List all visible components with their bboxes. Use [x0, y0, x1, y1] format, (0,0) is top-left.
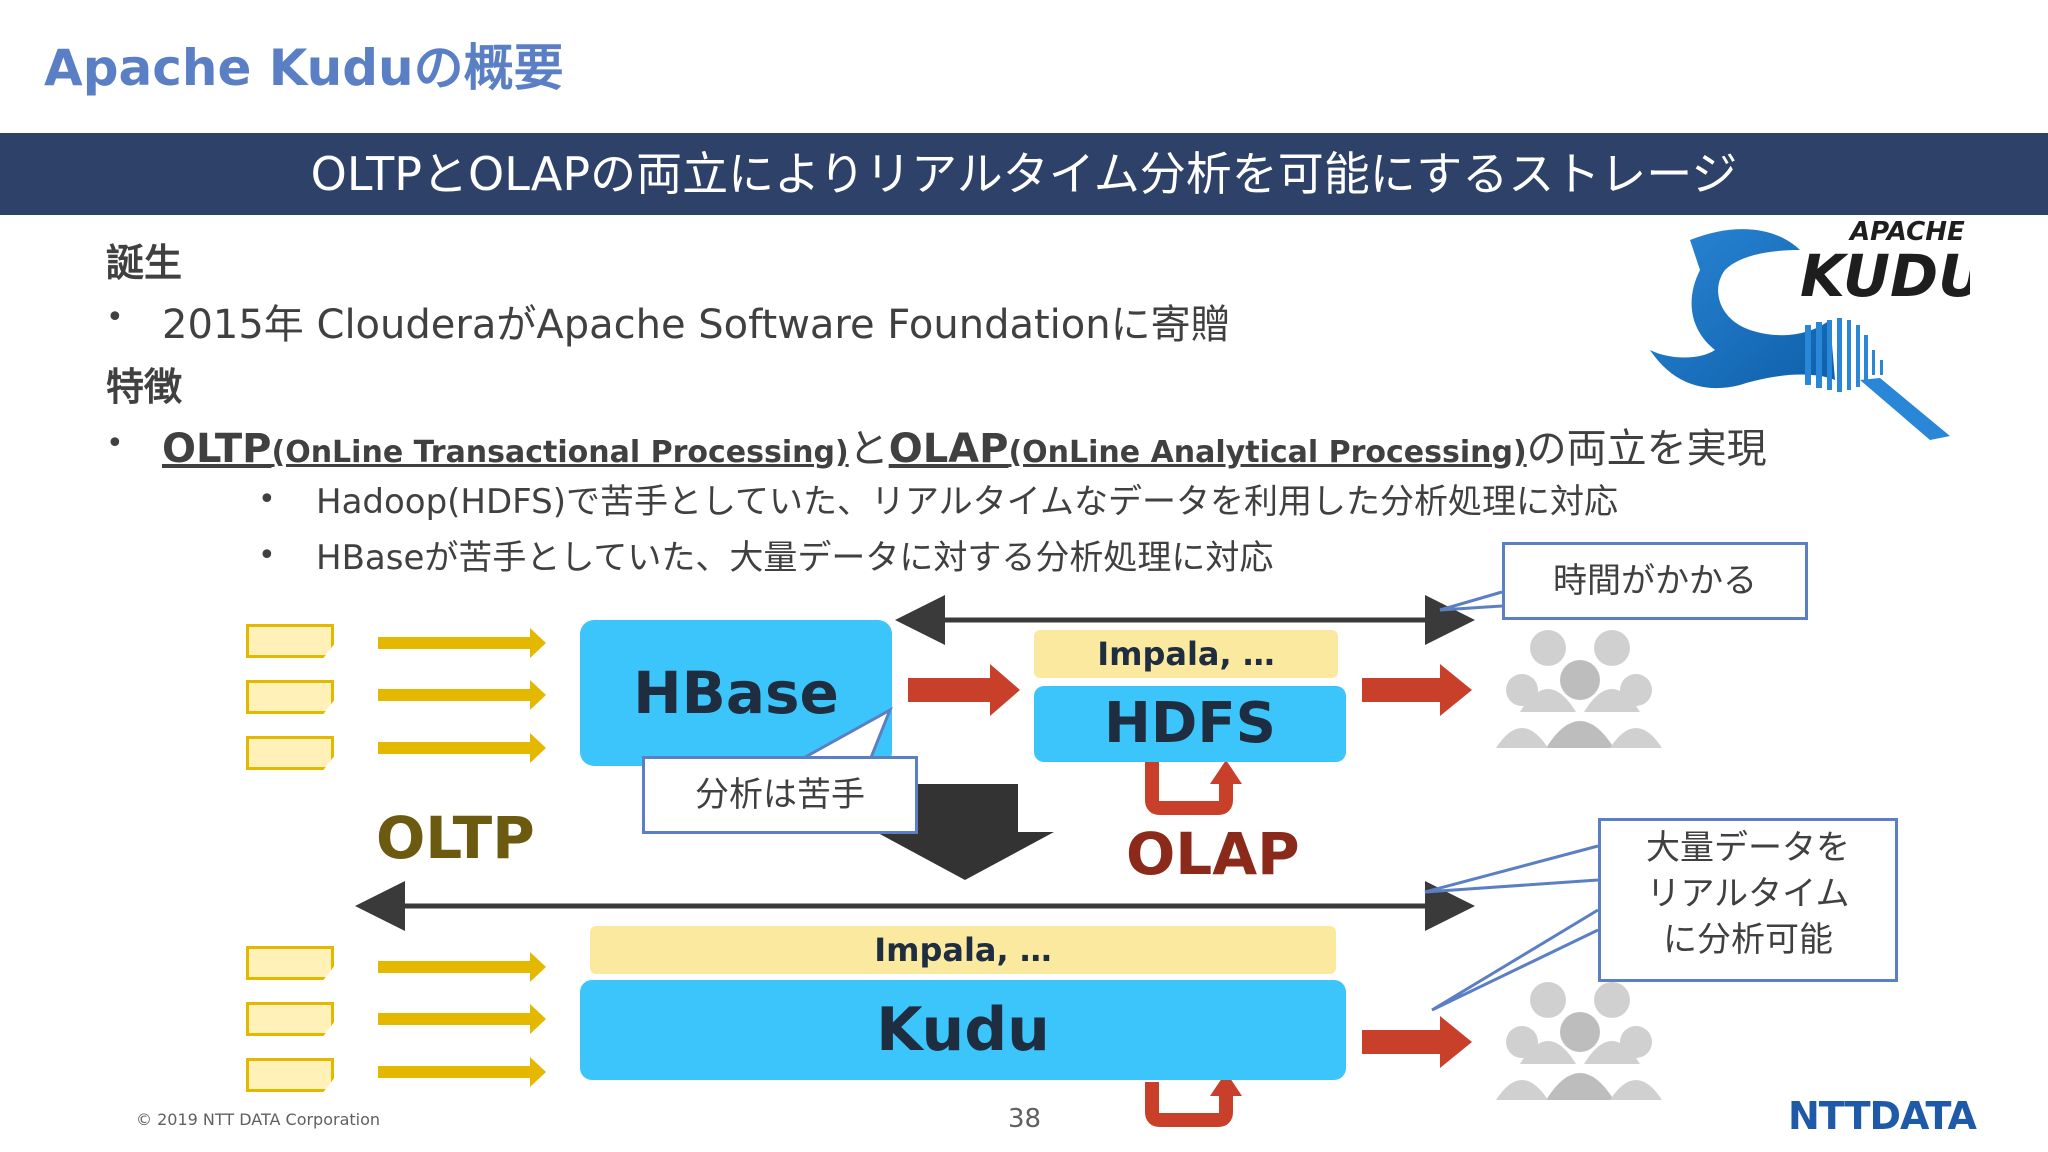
features-line: OLTP(OnLine Transactional Processing)とOL… [162, 416, 1767, 474]
features-tail: の両立を実現 [1526, 426, 1767, 472]
feature-sub2: HBaseが苦手としていた、大量データに対する分析処理に対応 [316, 538, 1274, 578]
document-icon [246, 736, 334, 770]
feature-sub1: Hadoop(HDFS)で苦手としていた、リアルタイムなデータを利用した分析処理… [316, 482, 1618, 522]
document-icon [246, 946, 334, 980]
callout-line: に分析可能 [1663, 920, 1833, 960]
olap-loop-arrows [1145, 762, 1233, 1127]
heading-features: 特徴 [106, 365, 183, 409]
connector-to: と [848, 426, 889, 472]
banner-text: OLTPとOLAPの両立によりリアルタイム分析を可能にするストレージ [310, 147, 1738, 201]
callout-line: リアルタイム [1646, 874, 1850, 914]
impala-box-bottom: Impala, … [590, 926, 1336, 974]
slide-title: Apache Kuduの概要 [44, 39, 564, 97]
bullet-dot: • [258, 538, 276, 573]
bullet-dot: • [258, 482, 276, 517]
birth-item: 2015年 ClouderaがApache Software Foundatio… [162, 302, 1231, 348]
oltp-label: OLTP [376, 804, 535, 872]
banner-background [0, 133, 2048, 215]
olap-label: OLAP [1126, 820, 1300, 888]
footer-copyright: © 2019 NTT DATA Corporation [136, 1110, 381, 1129]
bullet-dot: • [106, 300, 124, 335]
callout-realtime-analysis: 大量データを リアルタイム に分析可能 [1598, 818, 1898, 982]
document-icon [246, 1002, 334, 1036]
page-number: 38 [1008, 1104, 1042, 1134]
olap-full: (OnLine Analytical Processing) [1008, 435, 1527, 470]
impala-box-top: Impala, … [1034, 630, 1338, 678]
down-arrow [876, 784, 1054, 880]
hdfs-box: HDFS [1034, 686, 1346, 762]
ingest-arrows-top [378, 628, 546, 763]
oltp-full: (OnLine Transactional Processing) [271, 435, 849, 470]
logo-kudu-text: KUDU [1800, 242, 1970, 310]
document-icon [246, 1058, 334, 1092]
ingest-arrows-bottom [378, 952, 546, 1087]
callout-weak-analysis: 分析は苦手 [642, 756, 918, 834]
bullet-dot: • [106, 426, 124, 461]
document-icon [246, 680, 334, 714]
oltp-term: OLTP [162, 426, 272, 472]
olap-term: OLAP [888, 426, 1009, 472]
ntt-data-logo: NTTDATA [1788, 1094, 1977, 1138]
kudu-box: Kudu [580, 980, 1346, 1080]
callout-takes-time: 時間がかかる [1502, 542, 1808, 620]
logo-apache-text: APACHE [1848, 217, 1965, 247]
heading-birth: 誕生 [106, 241, 183, 285]
apache-kudu-logo: APACHE KUDU [1630, 210, 1985, 450]
users-icon-top [1496, 630, 1662, 748]
callout-line: 大量データを [1646, 828, 1850, 868]
users-icon-bottom [1496, 982, 1662, 1100]
red-arrows [908, 664, 1472, 1068]
document-icon [246, 624, 334, 658]
